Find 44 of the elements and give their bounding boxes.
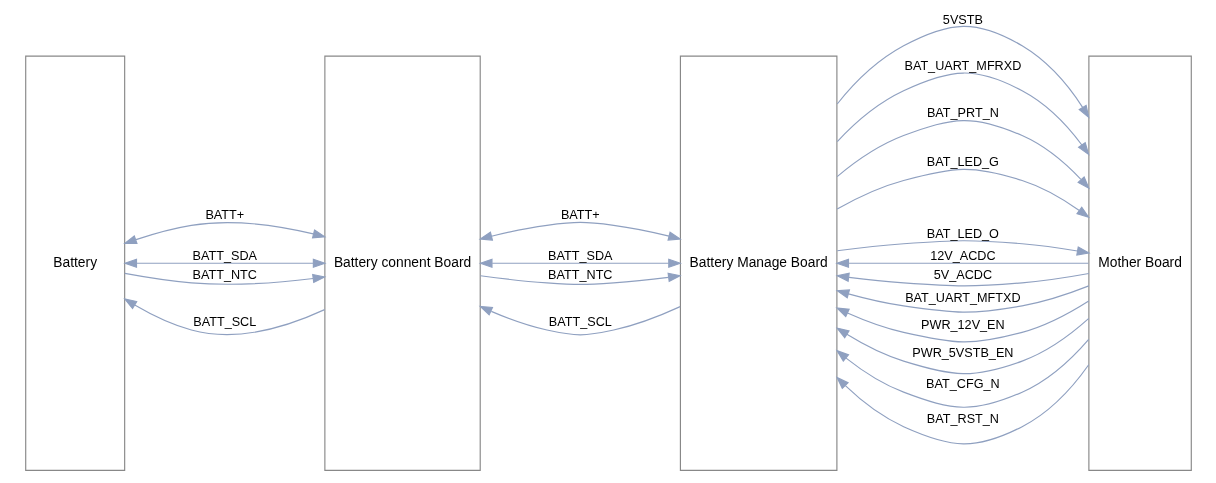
edge-label: 12V_ACDC xyxy=(929,248,996,263)
arrow xyxy=(836,119,1090,190)
edge-label: PWR_12V_EN xyxy=(920,317,1005,332)
edge-label: BAT_UART_MFRXD xyxy=(903,58,1021,73)
arrow xyxy=(478,305,681,335)
arrow xyxy=(835,317,1089,374)
edge-label: BATT_SDA xyxy=(192,248,257,263)
edge-label: BATT_NTC xyxy=(547,267,613,282)
edge-label: BATT+ xyxy=(204,207,244,222)
arrow xyxy=(835,284,1089,313)
edge-label: BAT_LED_O xyxy=(926,226,999,241)
edge-label: BAT_LED_G xyxy=(926,154,999,169)
arrow xyxy=(835,338,1089,408)
arrow xyxy=(834,299,1089,342)
node-box: Battery connent Board xyxy=(323,55,481,471)
edge-label: BAT_PRT_N xyxy=(926,105,999,120)
arrow xyxy=(479,272,682,285)
edge-label: BAT_CFG_N xyxy=(925,376,1000,391)
arrow xyxy=(122,257,327,268)
edge-label: 5VSTB xyxy=(942,12,983,27)
edge-label: PWR_5VSTB_EN xyxy=(911,345,1013,360)
edge-label: BAT_UART_MFTXD xyxy=(904,290,1021,305)
arrow xyxy=(122,221,326,244)
arrow xyxy=(836,239,1091,256)
edge-label: 5V_ACDC xyxy=(933,267,992,282)
arrow xyxy=(478,221,682,241)
edge-label: BATT_NTC xyxy=(192,267,257,282)
edge-label: BATT_SCL xyxy=(192,314,256,329)
arrow xyxy=(836,168,1090,218)
arrow xyxy=(123,272,326,285)
node-box: Battery xyxy=(24,55,125,471)
node-box: Mother Board xyxy=(1087,55,1192,471)
arrow xyxy=(122,297,325,335)
arrow xyxy=(836,71,1090,156)
arrow xyxy=(834,257,1089,268)
edge-label: BAT_RST_N xyxy=(926,411,999,426)
arrow xyxy=(835,363,1089,444)
edge-label: BATT_SCL xyxy=(548,314,612,329)
edge-label: BATT_SDA xyxy=(547,248,613,263)
edge-label: BATT+ xyxy=(560,207,600,222)
node-box: Battery Manage Board xyxy=(679,55,837,471)
arrow xyxy=(836,25,1090,119)
arrow xyxy=(478,257,682,268)
arrow xyxy=(835,272,1089,286)
